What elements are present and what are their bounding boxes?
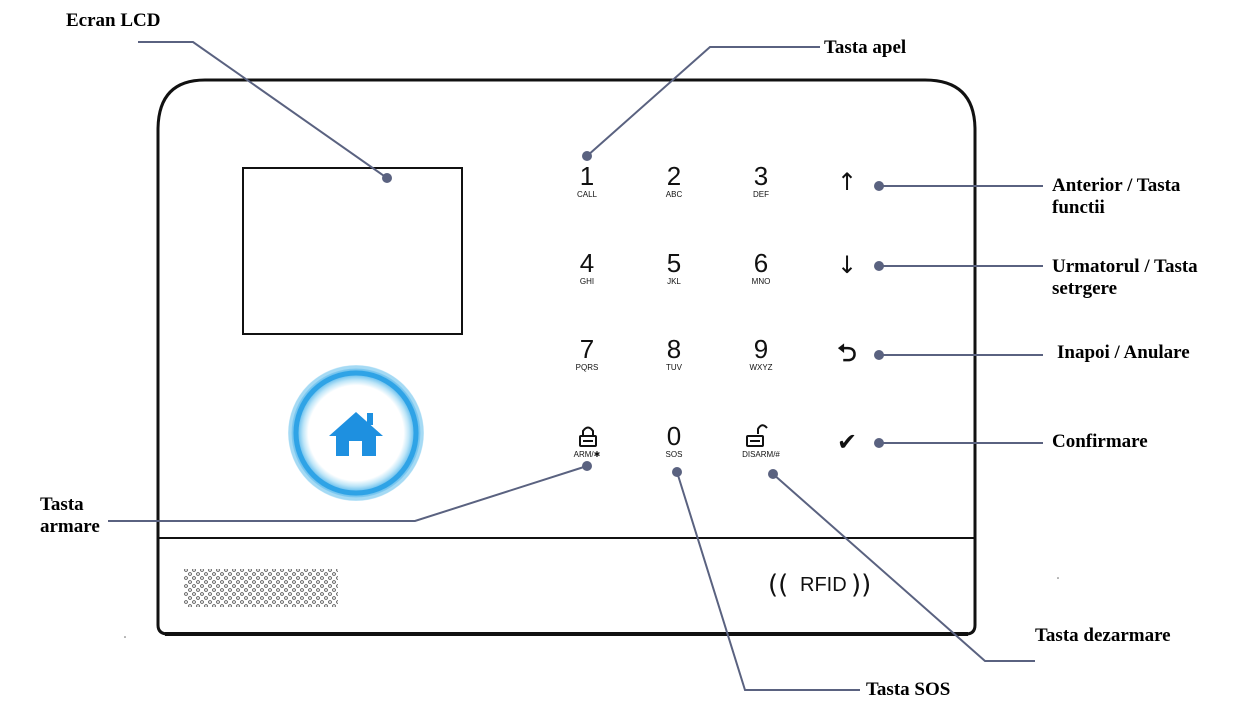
callout-prev-key: Anterior / Tasta functii [1052,175,1181,218]
key-4-digit[interactable]: 4 [579,248,595,278]
callout-call-key: Tasta apel [824,37,907,58]
up-arrow-key[interactable]: ↑ [836,168,858,196]
key-sub-label: DEF [753,190,769,199]
leader-lcd [138,41,388,179]
rfid-wave-right-icon: )) [851,570,872,600]
key-7-digit[interactable]: 7 [579,334,595,364]
rfid-label: RFID [800,574,847,596]
key-2-digit[interactable]: 2 [666,161,682,191]
home-icon [329,412,383,456]
leader-sos [676,471,860,691]
key-sub-label: MNO [751,277,771,286]
callout-lcd-screen: Ecran LCD [66,10,161,31]
callout-arm-key: Tasta armare [40,494,100,537]
leader-disarm-dot [768,469,778,479]
key-sub-label: ARM/✱ [573,450,601,459]
leader-arm [108,465,588,522]
callout-next-key: Urmatorul / Tasta setrgere [1052,256,1198,299]
down-arrow-key[interactable]: ↓ [836,251,858,279]
key-sub-label: SOS [665,450,683,459]
key-3-digit[interactable]: 3 [753,161,769,191]
key-6-digit[interactable]: 6 [753,248,769,278]
key-sub-label: GHI [579,277,595,286]
leader-call-dot [582,151,592,161]
callout-disarm-key: Tasta dezarmare [1035,625,1171,646]
callout-back-key: Inapoi / Anulare [1057,342,1190,363]
leader-prev-dot [874,181,884,191]
leader-sos-dot [672,467,682,477]
rfid-wave-left-icon: (( [768,570,789,600]
leader-arm-dot [582,461,592,471]
key-sub-label: PQRS [575,363,599,372]
key-sub-label: ABC [665,190,683,199]
leader-back-dot [874,350,884,360]
leader-call [586,46,820,157]
leader-lcd-dot [382,173,392,183]
key-9-digit[interactable]: 9 [753,334,769,364]
confirm-key[interactable]: ✔ [836,428,858,456]
key-sub-label: CALL [576,190,597,199]
key-1-digit[interactable]: 1 [579,161,595,191]
key-sub-label: TUV [666,363,682,372]
key-8-digit[interactable]: 8 [666,334,682,364]
callout-sos-key: Tasta SOS [866,679,951,700]
key-sub-label: JKL [667,277,681,286]
back-key[interactable]: ⮌ [837,339,857,367]
leader-disarm [772,473,1035,662]
lock-open-icon [746,424,768,447]
key-sub-label: DISARM/# [742,450,780,459]
speaker-grille-icon [184,569,338,607]
key-5-digit[interactable]: 5 [666,248,682,278]
callout-confirm-key: Confirmare [1052,431,1148,452]
key-sub-label: WXYZ [749,363,773,372]
leader-confirm-dot [874,438,884,448]
lcd-screen [242,167,463,335]
key-0-digit[interactable]: 0 [666,421,682,451]
lock-closed-icon [579,426,597,447]
leader-next-dot [874,261,884,271]
